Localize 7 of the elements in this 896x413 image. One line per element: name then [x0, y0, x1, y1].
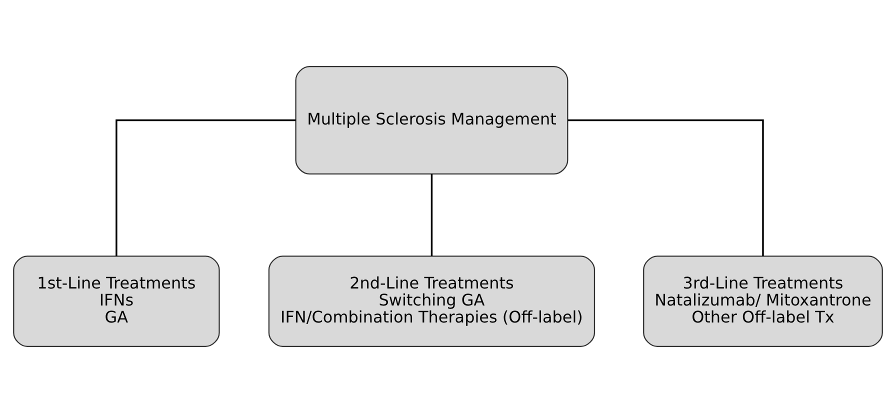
node-box: 3rd-Line Treatments Natalizumab/ Mitoxantrone Other Off-label Tx: [643, 256, 883, 347]
connector: [430, 174, 433, 256]
node-box: 2nd-Line Treatments Switching GA IFN/Combination Therapies (Off-label): [268, 256, 596, 347]
node-box: 1st-Line Treatments IFNs GA: [13, 256, 220, 347]
node-box: Multiple Sclerosis Management: [295, 66, 568, 175]
connector: [116, 119, 296, 256]
connector: [568, 119, 764, 256]
